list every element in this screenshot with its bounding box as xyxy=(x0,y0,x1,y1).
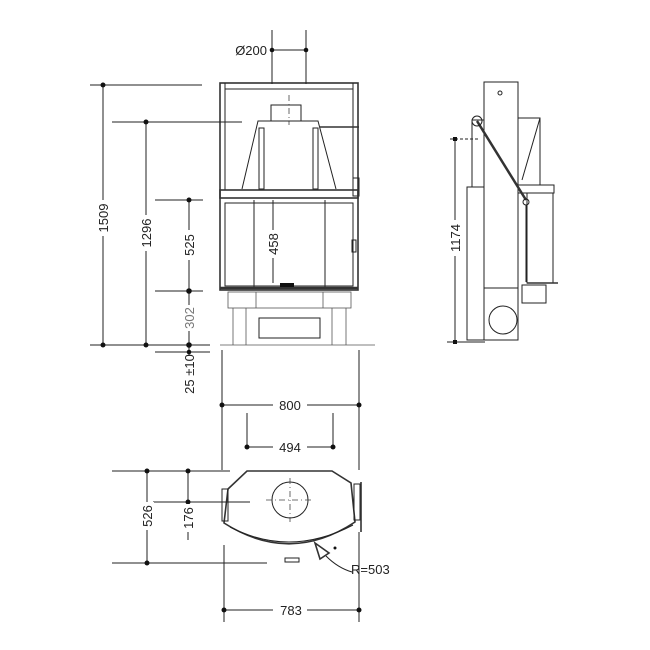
dim-door-height: 458 xyxy=(266,233,281,255)
side-door xyxy=(526,192,554,284)
dim-upper-height: 525 xyxy=(182,234,197,256)
front-view: Ø200 1509 1296 525 302 25 ±10 458 xyxy=(90,30,375,394)
dim-flue-depth: 176 xyxy=(181,507,196,529)
door-lift-arm xyxy=(475,120,528,201)
flue-collar xyxy=(270,104,302,122)
dim-total-width: 800 xyxy=(279,398,301,413)
side-view: 1174 xyxy=(447,81,558,344)
dim-total-depth: 526 xyxy=(140,505,155,527)
ash-drawer xyxy=(258,317,321,339)
dim-flue-diameter: Ø200 xyxy=(235,43,267,58)
smoke-hood xyxy=(241,120,337,190)
side-body xyxy=(483,81,519,341)
dim-bottom-width: 783 xyxy=(280,603,302,618)
dim-flue-height: 1296 xyxy=(139,219,154,248)
plan-view: 800 494 R=503 526 176 xyxy=(112,350,390,622)
dim-radius: R=503 xyxy=(351,562,390,577)
dim-flue-spacing: 494 xyxy=(279,440,301,455)
dim-base-height: 302 xyxy=(182,307,197,329)
front-body-outline xyxy=(219,82,359,291)
dim-total-height: 1509 xyxy=(96,204,111,233)
dim-floor-gap: 25 ±10 xyxy=(182,354,197,394)
radius-arrow xyxy=(313,540,331,561)
front-door-glass xyxy=(224,202,354,287)
dim-connection-height: 1174 xyxy=(448,224,463,252)
